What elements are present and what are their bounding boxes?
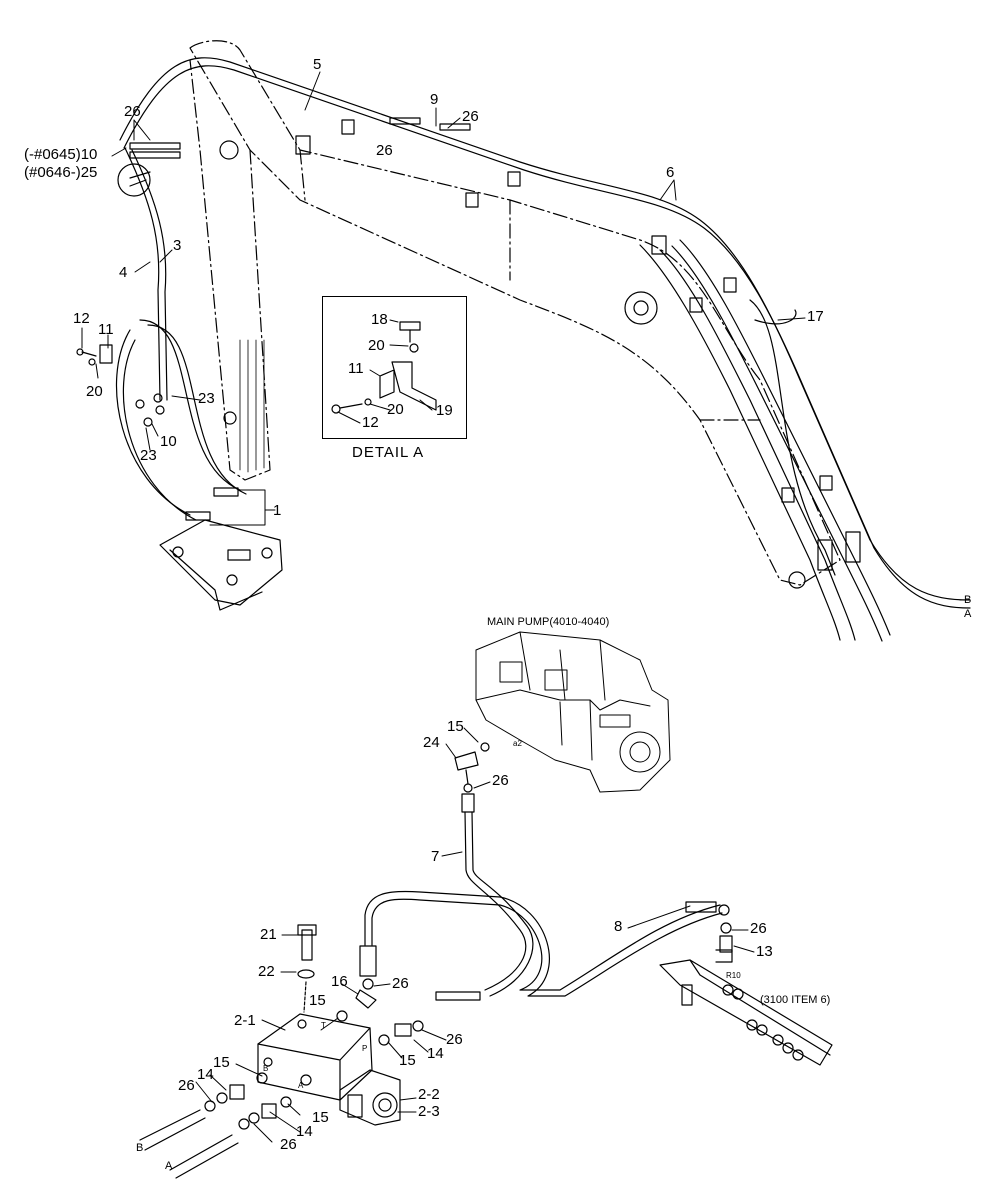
callout-26: 26 xyxy=(376,142,393,159)
callout-9: 9 xyxy=(430,91,439,108)
callout-26: 26 xyxy=(280,1136,297,1153)
callout-17: 17 xyxy=(807,308,824,325)
callout-6: 6 xyxy=(666,164,675,181)
hose-8 xyxy=(364,890,723,997)
callout-8: 8 xyxy=(614,918,623,935)
callout-20: 20 xyxy=(368,337,385,354)
hose-7 xyxy=(464,811,534,997)
callout-5: 5 xyxy=(313,56,322,73)
boom-pivot xyxy=(219,140,239,160)
callout-15: 15 xyxy=(312,1109,329,1126)
port-label-a: A xyxy=(298,1081,304,1090)
callout-4: 4 xyxy=(119,264,128,281)
callout-2-3: 2-3 xyxy=(418,1103,440,1120)
lower-hoses xyxy=(139,1084,277,1179)
callout-26: 26 xyxy=(178,1077,195,1094)
callout-26: 26 xyxy=(124,103,141,120)
port-label-r10: R10 xyxy=(726,971,741,980)
main-pump xyxy=(475,631,671,793)
pipe-clamps xyxy=(295,119,833,503)
callout-2-1: 2-1 xyxy=(234,1012,256,1029)
callout-18: 18 xyxy=(371,311,388,328)
callout-12: 12 xyxy=(73,310,90,327)
callout-15: 15 xyxy=(399,1052,416,1069)
callout-3: 3 xyxy=(173,237,182,254)
callout-7: 7 xyxy=(431,848,440,865)
quick-coupler xyxy=(159,519,283,611)
callout-21: 21 xyxy=(260,926,277,943)
callout-14: 14 xyxy=(296,1123,313,1140)
callout-10: 10 xyxy=(160,433,177,450)
callout-20: 20 xyxy=(86,383,103,400)
callout-12: 12 xyxy=(362,414,379,431)
callout-15: 15 xyxy=(447,718,464,735)
end-label-b-bottom: B xyxy=(136,1142,144,1154)
callout-2-2: 2-2 xyxy=(418,1086,440,1103)
leader-lines xyxy=(81,71,969,1143)
callout-16: 16 xyxy=(331,973,348,990)
port-label-b: B xyxy=(263,1064,269,1073)
callout-26: 26 xyxy=(750,920,767,937)
callout-22: 22 xyxy=(258,963,275,980)
serial-range-label-1: (-#0645)10 xyxy=(24,146,98,163)
callout-15: 15 xyxy=(213,1054,230,1071)
manifold-3100 xyxy=(659,959,833,1066)
callout-11: 11 xyxy=(98,321,114,338)
callout-11: 11 xyxy=(348,360,364,377)
boom-pipes xyxy=(119,57,971,642)
callout-14: 14 xyxy=(427,1045,444,1062)
callout-23: 23 xyxy=(140,447,157,464)
callout-19: 19 xyxy=(436,402,453,419)
callout-13: 13 xyxy=(756,943,773,960)
left-hoses xyxy=(115,147,247,521)
callout-26: 26 xyxy=(492,772,509,789)
detail-a-parts xyxy=(331,321,437,414)
callout-24: 24 xyxy=(423,734,440,751)
callout-26: 26 xyxy=(446,1031,463,1048)
port-label-t: T xyxy=(321,1021,326,1030)
callout-26: 26 xyxy=(462,108,479,125)
detail-a-caption: DETAIL A xyxy=(352,444,425,461)
main-pump-label: MAIN PUMP(4010-4040) xyxy=(487,616,610,628)
end-label-a-top: A xyxy=(964,608,972,620)
end-label-b-top: B xyxy=(964,594,972,606)
callout-1: 1 xyxy=(273,502,282,519)
reference-label: (3100 ITEM 6) xyxy=(760,994,831,1006)
detail-a-frame xyxy=(322,296,467,439)
callout-26: 26 xyxy=(392,975,409,992)
callout-14: 14 xyxy=(197,1066,214,1083)
callout-23: 23 xyxy=(198,390,215,407)
valve-block xyxy=(257,1013,401,1126)
end-label-a-bottom: A xyxy=(165,1160,173,1172)
boom-outline xyxy=(189,40,841,586)
callout-15: 15 xyxy=(309,992,326,1009)
port-label-a2: a2 xyxy=(513,739,522,748)
serial-range-label-2: (#0646-)25 xyxy=(24,164,98,181)
port-label-p: P xyxy=(362,1044,368,1053)
callout-20: 20 xyxy=(387,401,404,418)
